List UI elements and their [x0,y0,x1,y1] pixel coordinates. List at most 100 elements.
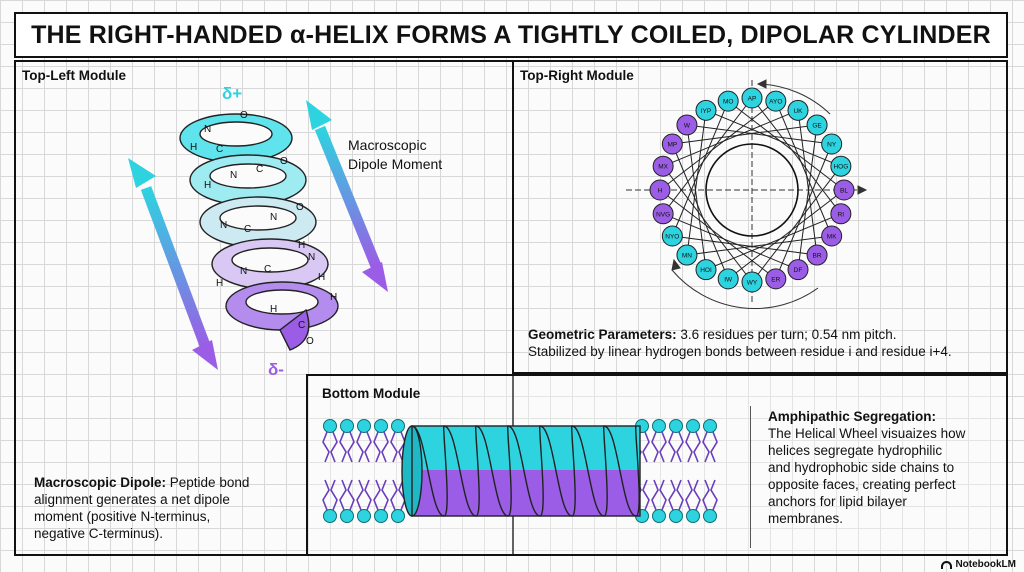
lipid-head [323,419,337,433]
lipid-tail [651,479,667,511]
residue-node [830,155,852,177]
wheel-residue: BL [833,179,855,201]
residue-label: IW [724,276,733,283]
atom-n: N [230,170,237,181]
top-right-label: Top-Right Module [520,68,634,83]
lipid-head [703,419,717,433]
atom-h: H [270,304,277,315]
atom-c: C [244,224,251,235]
lipid-tail [322,479,338,511]
lipid-tail [373,479,389,511]
residue-node [806,244,828,266]
lipid-head [652,509,666,523]
residue-node [787,259,809,281]
caption-text: Peptide bond [166,475,250,490]
lipid-head [669,509,683,523]
helix-cylinder [401,425,641,517]
residue-node [717,90,739,112]
bottom-label: Bottom Module [322,386,421,401]
residue-node [695,259,717,281]
lipid-tail [356,479,372,511]
residue-label: NVG [656,211,670,218]
atom-n: N [240,266,247,277]
atom-n: N [204,124,211,135]
wheel-spoke [775,100,833,237]
wheel-core-circle [705,143,799,237]
atom-n: N [270,212,277,223]
residue-node [833,179,855,201]
residue-label: HOI [700,267,712,274]
atom-c: C [256,164,263,175]
lipid-head [357,419,371,433]
residue-node [741,271,763,293]
wheel-residue: DF [787,259,809,281]
residue-label: GE [812,122,822,129]
lipid-head [357,509,371,523]
helix-illustration: N H C O N C H O N C N O H N C H N H H C … [128,100,388,370]
wheel-spoke [662,97,753,215]
membrane-illustration [322,419,718,523]
atom-h: H [298,240,305,251]
residue-node [661,133,683,155]
residue-label: MK [827,234,837,241]
atom-c: C [298,320,305,331]
lipid-head [374,509,388,523]
wheel-residue: W [676,114,698,136]
residue-label: HOG [833,164,848,171]
wheel-spoke [662,213,799,271]
dipole-arrow-right [306,100,388,292]
atom-h: H [204,180,211,191]
dipole-moment-label: Macroscopic Dipole Moment [348,136,442,174]
lipid-tail [373,431,389,463]
wheel-spoke [727,100,845,191]
wheel-residue: MO [717,90,739,112]
lipid-head [669,419,683,433]
wheel-spoke [662,109,799,167]
delta-plus-label: δ+ [222,84,243,103]
wheel-residue: UK [787,99,809,121]
lipid-tail [356,431,372,463]
top-right-panel [512,60,1008,374]
residue-label: MN [682,253,692,260]
wheel-residue: AP [741,87,763,109]
residue-node [765,268,787,290]
dipole-label-line: Dipole Moment [348,156,443,172]
atom-o: O [306,336,314,347]
residue-node [676,114,698,136]
wheel-residue: AYO [765,90,787,112]
wheel-residue: MK [821,225,843,247]
lipid-tail [668,431,684,463]
atom-n: N [308,252,315,263]
wheel-spoke [797,124,818,270]
wheel-spoke [671,100,729,237]
residue-label: NY [827,142,837,149]
caption-line: anchors for lipid bilayer [768,494,907,509]
lipid-head [686,419,700,433]
helix-atoms: N H C O N C H O N C N O H N C H N H H C … [190,110,337,347]
residue-node [676,244,698,266]
residue-node [652,203,674,225]
lipid-head [391,509,405,523]
atom-n: N [220,220,227,231]
lipid-tail [339,431,355,463]
caption-bold: Macroscopic Dipole: [34,475,167,490]
caption-line: alignment generates a net dipole [34,492,230,507]
residue-label: UK [793,108,803,115]
wheel-spoke [672,235,818,256]
wheel-residue: GE [806,114,828,136]
lipid-bilayer [322,419,718,523]
dipole-arrow-left [128,158,218,370]
caption-line: Stabilized by linear hydrogen bonds betw… [528,344,952,359]
wheel-residue: NYO [661,225,683,247]
residue-node [741,87,763,109]
residue-label: W [684,122,691,129]
residue-node [717,268,739,290]
wheel-spoke [705,213,842,271]
residue-node [661,225,683,247]
wheel-spoke [705,109,842,167]
wheel-residue: WY [741,271,763,293]
helix-coils [179,113,339,351]
atom-c: C [264,264,271,275]
title-bar: THE RIGHT-HANDED α-HELIX FORMS A TIGHTLY… [14,12,1008,58]
